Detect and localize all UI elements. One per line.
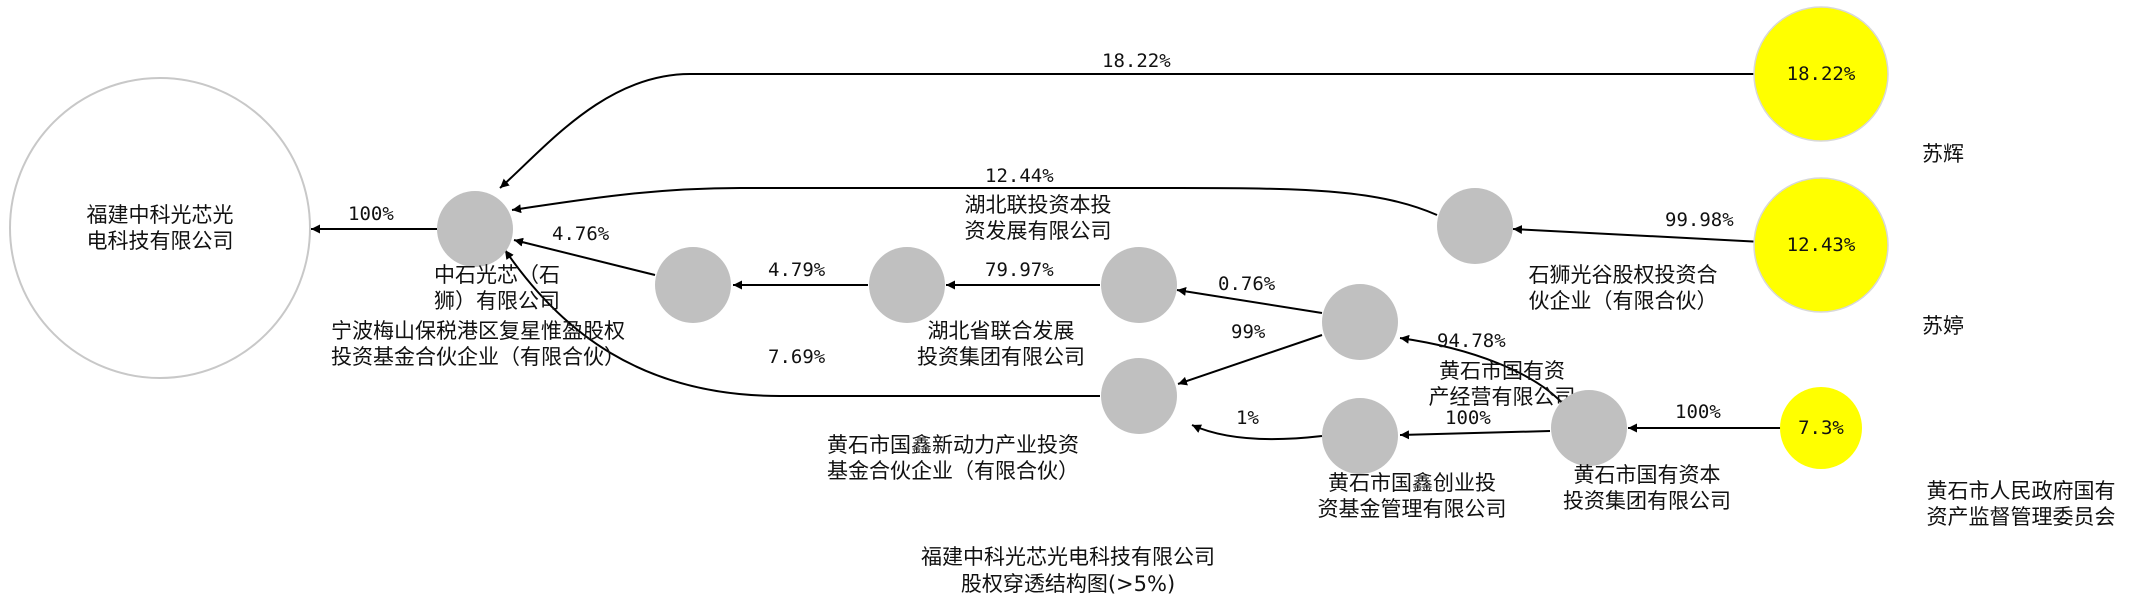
node-hs-newpower: 黄石市国鑫新动力产业投资 基金合伙企业（有限合伙）	[827, 358, 1177, 483]
edge-label-suting-shishi: 99.98%	[1665, 209, 1734, 231]
node-shishi-guanggu: 石狮光谷股权投资合 伙企业（有限合伙）	[1437, 188, 1718, 313]
node-hubei-group-line-2: 投资集团有限公司	[917, 345, 1085, 369]
edge-label-zhongshi-main: 100%	[348, 203, 394, 225]
node-hubei-group-line-1: 湖北省联合发展	[928, 319, 1075, 343]
node-ningbo-line-2: 投资基金合伙企业（有限合伙）	[331, 345, 625, 369]
edge-chuang-to-newpower	[1191, 424, 1323, 441]
node-person-su-hui: 18.22% 苏辉	[1753, 6, 1964, 166]
node-hs-chuangye: 黄石市国鑫创业投 资基金管理有限公司	[1318, 398, 1507, 521]
node-main-company: 福建中科光芯光 电科技有限公司	[9, 77, 311, 379]
node-zhongshi-line-1: 中石光芯（石	[434, 263, 560, 287]
edge-hscap-to-hsop	[1399, 334, 1566, 407]
node-hs-chuangye-line-2: 资基金管理有限公司	[1318, 497, 1507, 521]
edge-newpower-to-zhongshi	[504, 249, 1100, 397]
edge-suhui-to-zhongshi	[499, 73, 1785, 189]
node-hs-gov-pct: 7.3%	[1798, 417, 1844, 439]
node-hubei-group: 湖北省联合发展 投资集团有限公司	[869, 247, 1085, 369]
edge-label-newpower-zhongshi: 7.69%	[768, 346, 826, 368]
node-hs-operate-line-1: 黄石市国有资	[1439, 359, 1565, 383]
edge-label-hubeilian-hubeigroup: 79.97%	[985, 259, 1054, 281]
edge-hsop-to-newpower	[1177, 334, 1323, 386]
edge-label-shishi-zhongshi: 12.44%	[985, 165, 1054, 187]
edge-label-gov-hscap: 100%	[1675, 401, 1721, 423]
diagram-title: 福建中科光芯光电科技有限公司 股权穿透结构图(>5%)	[921, 545, 1215, 596]
edge-label-hsop-newpower: 99%	[1231, 321, 1266, 343]
nodes: 福建中科光芯光 电科技有限公司 中石光芯（石 狮）有限公司 宁波梅山保税港区复星…	[9, 6, 2116, 529]
node-su-ting-name: 苏婷	[1922, 314, 1964, 338]
node-su-hui-name: 苏辉	[1922, 142, 1964, 166]
edges: 100% 18.22% 12.44% 4.76% 7.69% 4.79% 79.…	[311, 50, 1797, 441]
node-person-su-ting: 12.43% 苏婷	[1753, 177, 1964, 338]
node-shishi-line-2: 伙企业（有限合伙）	[1529, 289, 1718, 313]
node-su-ting-pct: 12.43%	[1787, 234, 1856, 256]
diagram-title-line-2: 股权穿透结构图(>5%)	[961, 572, 1175, 596]
edge-hsop-to-hubeilian	[1176, 286, 1323, 314]
node-main-line-2: 电科技有限公司	[87, 229, 234, 253]
edge-label-ningbo-zhongshi: 4.76%	[552, 223, 610, 245]
node-ningbo-line-1: 宁波梅山保税港区复星惟盈股权	[331, 319, 625, 343]
edge-hscap-to-chuang	[1399, 430, 1551, 440]
node-hs-capital: 黄石市国有资本 投资集团有限公司	[1551, 390, 1731, 513]
node-hubei-lian-line-1: 湖北联投资本投	[965, 193, 1112, 217]
edge-label-hsop-hubeilian: 0.76%	[1218, 273, 1276, 295]
node-hs-capital-line-2: 投资集团有限公司	[1563, 489, 1731, 513]
node-hs-operate-line-2: 产经营有限公司	[1429, 385, 1576, 409]
edge-label-hscap-hsop: 94.78%	[1437, 330, 1506, 352]
node-hs-operate: 黄石市国有资 产经营有限公司	[1322, 284, 1576, 409]
node-hs-newpower-line-2: 基金合伙企业（有限合伙）	[827, 459, 1079, 483]
edge-suting-to-shishi	[1512, 224, 1783, 244]
node-hs-gov: 7.3% 黄石市人民政府国有 资产监督管理委员会	[1780, 387, 2116, 529]
node-ningbo: 宁波梅山保税港区复星惟盈股权 投资基金合伙企业（有限合伙）	[331, 247, 731, 369]
edge-ningbo-to-zhongshi	[513, 237, 656, 276]
node-hs-gov-line-2: 资产监督管理委员会	[1927, 505, 2116, 529]
diagram-title-line-1: 福建中科光芯光电科技有限公司	[921, 545, 1215, 569]
node-hs-chuangye-line-1: 黄石市国鑫创业投	[1328, 471, 1496, 495]
node-hs-newpower-line-1: 黄石市国鑫新动力产业投资	[827, 433, 1079, 457]
edge-label-suhui-zhongshi: 18.22%	[1102, 50, 1171, 72]
edge-label-hubeigroup-ningbo: 4.79%	[768, 259, 826, 281]
node-hs-capital-line-1: 黄石市国有资本	[1574, 463, 1721, 487]
node-hs-gov-line-1: 黄石市人民政府国有	[1927, 479, 2116, 503]
node-main-line-1: 福建中科光芯光	[87, 203, 234, 227]
node-hubei-lian-line-2: 资发展有限公司	[965, 219, 1112, 243]
edge-label-hscap-chuang: 100%	[1445, 407, 1491, 429]
node-su-hui-pct: 18.22%	[1787, 63, 1856, 85]
node-shishi-line-1: 石狮光谷股权投资合	[1529, 263, 1718, 287]
node-zhongshi-line-2: 狮）有限公司	[434, 289, 560, 313]
edge-label-chuang-newpower: 1%	[1236, 407, 1259, 429]
edge-shishi-to-zhongshi	[511, 187, 1438, 216]
node-zhongshi: 中石光芯（石 狮）有限公司	[434, 191, 560, 313]
node-hubei-lian: 湖北联投资本投 资发展有限公司	[965, 193, 1177, 323]
